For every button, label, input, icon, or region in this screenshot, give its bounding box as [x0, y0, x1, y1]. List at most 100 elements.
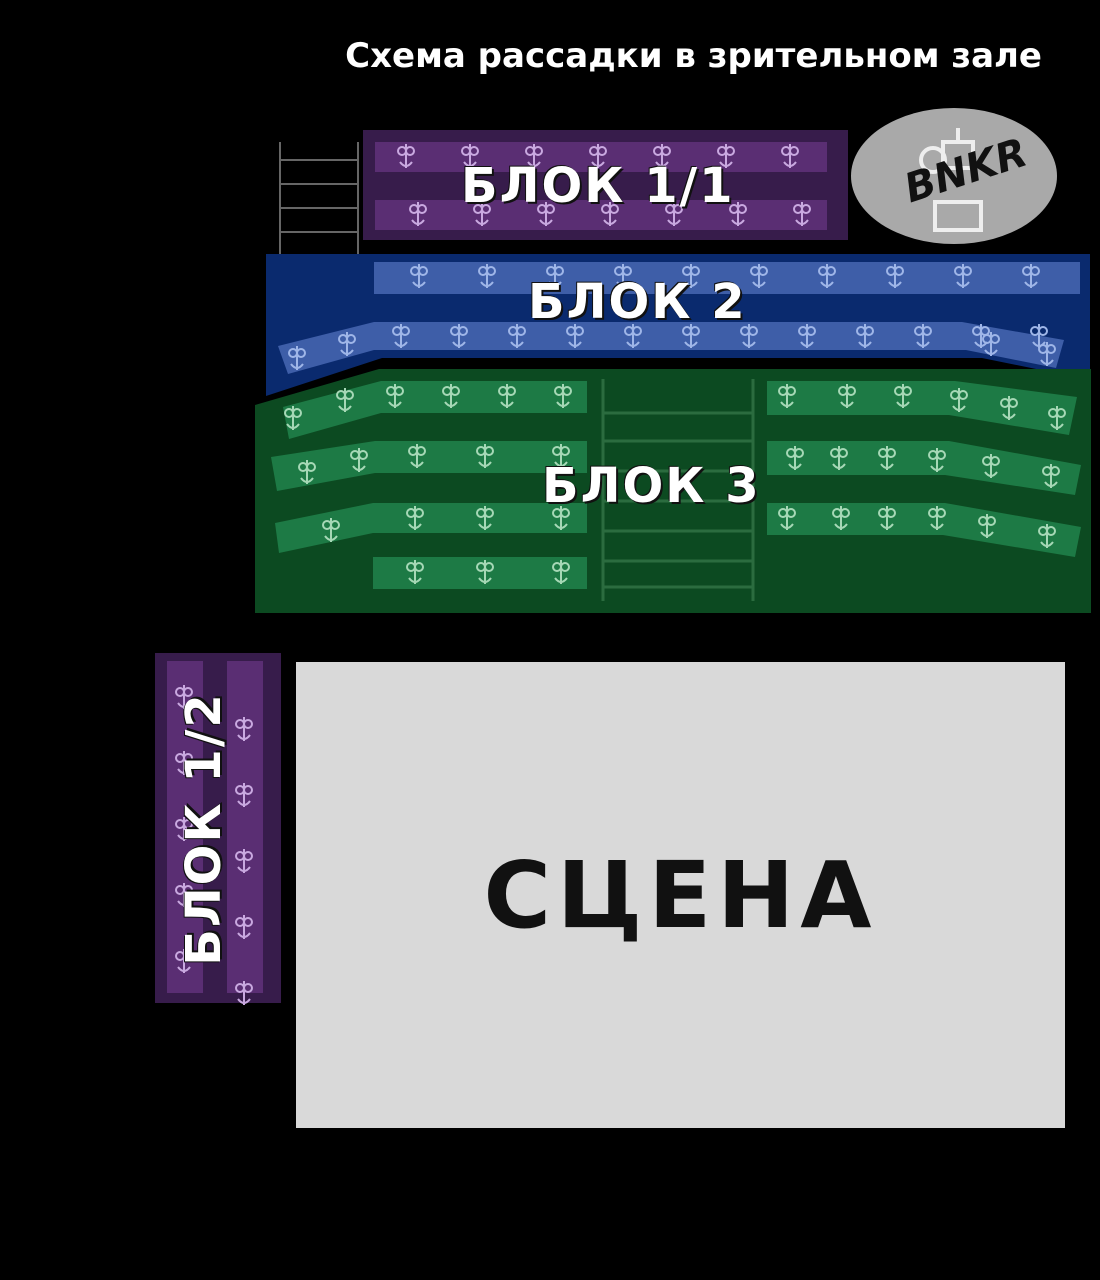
seat-icon[interactable]: [1036, 522, 1058, 552]
seat-icon[interactable]: [448, 322, 470, 352]
seat-icon[interactable]: [715, 142, 737, 172]
seat-icon[interactable]: [796, 322, 818, 352]
seat-icon[interactable]: [390, 322, 412, 352]
seat-block-1-2[interactable]: БЛОК 1/2: [155, 653, 281, 1005]
seat-row: [227, 661, 263, 993]
seat-icon[interactable]: [408, 262, 430, 292]
seat-icon[interactable]: [663, 200, 685, 230]
seat-icon[interactable]: [173, 683, 195, 713]
seat-icon[interactable]: [173, 815, 195, 845]
seat-icon[interactable]: [612, 262, 634, 292]
block-label: БЛОК 1/1: [461, 158, 735, 214]
seat-icon[interactable]: [334, 386, 356, 416]
seat-icon[interactable]: [980, 452, 1002, 482]
seat-block-1-1[interactable]: БЛОК 1/1: [363, 130, 848, 240]
seat-icon[interactable]: [912, 322, 934, 352]
seat-icon[interactable]: [836, 382, 858, 412]
seat-icon[interactable]: [406, 442, 428, 472]
seat-icon[interactable]: [296, 458, 318, 488]
seat-icon[interactable]: [506, 322, 528, 352]
seat-icon[interactable]: [173, 749, 195, 779]
seat-icon[interactable]: [948, 386, 970, 416]
seat-icon[interactable]: [680, 262, 702, 292]
seat-icon[interactable]: [550, 442, 572, 472]
seat-icon[interactable]: [550, 558, 572, 588]
seat-icon[interactable]: [384, 382, 406, 412]
seat-icon[interactable]: [440, 382, 462, 412]
seat-icon[interactable]: [816, 262, 838, 292]
seat-icon[interactable]: [282, 404, 304, 434]
seat-icon[interactable]: [926, 446, 948, 476]
seat-icon[interactable]: [738, 322, 760, 352]
seat-icon[interactable]: [776, 504, 798, 534]
seat-icon[interactable]: [892, 382, 914, 412]
seat-icon[interactable]: [407, 200, 429, 230]
seat-icon[interactable]: [404, 558, 426, 588]
seat-icon[interactable]: [830, 504, 852, 534]
block-3-shape: [255, 369, 1091, 613]
seat-icon[interactable]: [496, 382, 518, 412]
seat-icon[interactable]: [854, 322, 876, 352]
seat-icon[interactable]: [680, 322, 702, 352]
seat-icon[interactable]: [976, 512, 998, 542]
seat-icon[interactable]: [233, 913, 255, 943]
seat-icon[interactable]: [651, 142, 673, 172]
seat-row: [271, 441, 587, 491]
seat-icon[interactable]: [173, 881, 195, 911]
seat-icon[interactable]: [173, 947, 195, 977]
seat-icon[interactable]: [1036, 340, 1058, 370]
seat-icon[interactable]: [926, 504, 948, 534]
seat-icon[interactable]: [1046, 404, 1068, 434]
gas-mask-logo-icon: [919, 128, 983, 232]
seat-icon[interactable]: [952, 262, 974, 292]
seat-icon[interactable]: [523, 142, 545, 172]
block-label: БЛОК 2: [528, 274, 747, 330]
seat-icon[interactable]: [1020, 262, 1042, 292]
seat-icon[interactable]: [476, 262, 498, 292]
seat-icon[interactable]: [998, 394, 1020, 424]
seat-icon[interactable]: [535, 200, 557, 230]
seat-block-2[interactable]: [262, 250, 1094, 398]
seat-icon[interactable]: [348, 446, 370, 476]
seat-row: [374, 322, 1064, 368]
seat-icon[interactable]: [599, 200, 621, 230]
seat-icon[interactable]: [471, 200, 493, 230]
seat-icon[interactable]: [320, 516, 342, 546]
block-label: БЛОК 1/2: [175, 692, 232, 966]
seat-icon[interactable]: [233, 715, 255, 745]
seat-icon[interactable]: [748, 262, 770, 292]
seat-icon[interactable]: [474, 558, 496, 588]
seat-icon[interactable]: [395, 142, 417, 172]
seat-icon[interactable]: [404, 504, 426, 534]
seat-icon[interactable]: [980, 330, 1002, 360]
seat-icon[interactable]: [622, 322, 644, 352]
seat-icon[interactable]: [587, 142, 609, 172]
seat-icon[interactable]: [876, 504, 898, 534]
seat-icon[interactable]: [828, 444, 850, 474]
seat-icon[interactable]: [791, 200, 813, 230]
seat-icon[interactable]: [233, 847, 255, 877]
seat-icon[interactable]: [552, 382, 574, 412]
seat-icon[interactable]: [544, 262, 566, 292]
seat-icon[interactable]: [564, 322, 586, 352]
seat-icon[interactable]: [784, 444, 806, 474]
seat-row: [375, 200, 827, 230]
seat-icon[interactable]: [233, 979, 255, 1009]
seat-icon[interactable]: [550, 504, 572, 534]
seat-icon[interactable]: [884, 262, 906, 292]
stairs-center: [601, 379, 755, 601]
seat-icon[interactable]: [779, 142, 801, 172]
seat-icon[interactable]: [474, 442, 496, 472]
stage: СЦЕНА: [296, 662, 1065, 1128]
seat-icon[interactable]: [233, 781, 255, 811]
seat-icon[interactable]: [474, 504, 496, 534]
seat-icon[interactable]: [1040, 462, 1062, 492]
seat-icon[interactable]: [459, 142, 481, 172]
seat-icon[interactable]: [727, 200, 749, 230]
seat-icon[interactable]: [776, 382, 798, 412]
seat-icon[interactable]: [286, 344, 308, 374]
seat-icon[interactable]: [336, 330, 358, 360]
seat-row: [767, 441, 1081, 495]
seat-icon[interactable]: [876, 444, 898, 474]
stage-label: СЦЕНА: [483, 842, 878, 949]
